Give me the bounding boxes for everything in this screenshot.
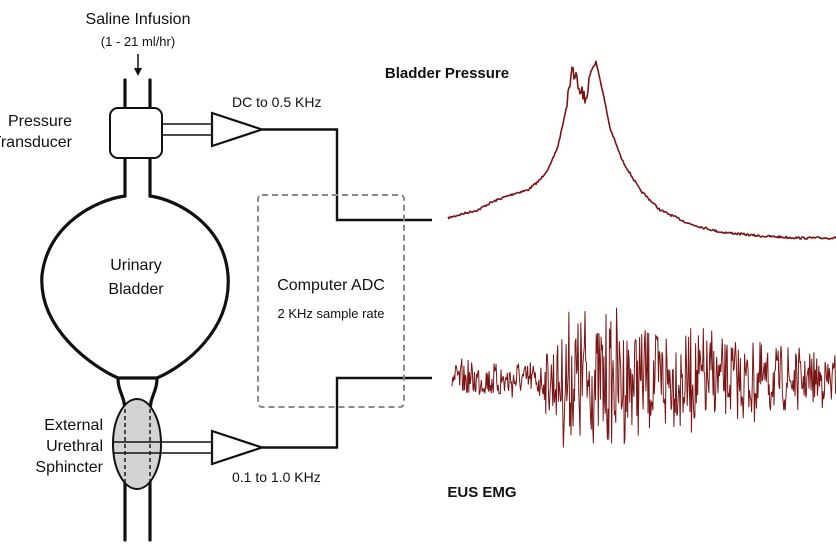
transducer-leads: [162, 124, 212, 135]
pressure-amplifier-icon: [212, 113, 262, 146]
emg-amplifier-icon: [212, 431, 262, 464]
computer-adc-box: [258, 195, 404, 407]
emg-amp-filter: 0.1 to 1.0 KHz: [232, 469, 321, 485]
infusion-rate: (1 - 21 ml/hr): [101, 34, 175, 49]
eus-emg-trace: [452, 308, 836, 448]
bladder-label-line2: Bladder: [108, 281, 164, 298]
bladder-pressure-label: Bladder Pressure: [385, 65, 509, 82]
transducer-label-line2: Transducer: [0, 134, 73, 151]
adc-title: Computer ADC: [277, 277, 385, 294]
infusion-arrow: [134, 54, 142, 76]
sphincter-label-line1: External: [44, 417, 103, 434]
pressure-amp-filter: DC to 0.5 KHz: [232, 94, 321, 110]
infusion-title: Saline Infusion: [86, 11, 191, 28]
sphincter-ellipse: [113, 399, 161, 489]
pressure-signal-wire: [262, 130, 432, 221]
eus-emg-label: EUS EMG: [447, 484, 516, 501]
sphincter-label-line3: Sphincter: [35, 459, 103, 476]
emg-signal-wire: [262, 378, 432, 448]
transducer-label-line1: Pressure: [8, 113, 72, 130]
bladder-pressure-trace: [448, 61, 836, 239]
adc-rate: 2 KHz sample rate: [278, 306, 385, 321]
pressure-transducer: [110, 108, 162, 158]
sphincter-label-line2: Urethral: [46, 438, 103, 455]
bladder-label-line1: Urinary: [110, 257, 162, 274]
